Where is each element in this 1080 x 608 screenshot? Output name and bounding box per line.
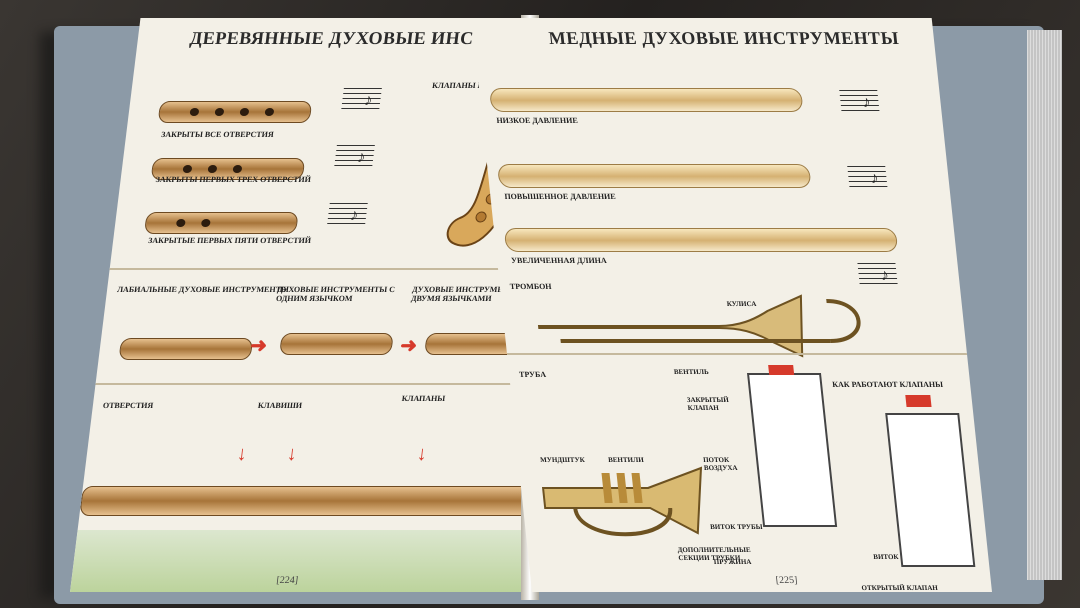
label-trumpet: ТРУБА: [518, 370, 547, 379]
staff-4: ♪: [839, 90, 880, 115]
arrow-down-icon: ↓: [285, 443, 299, 465]
arrow-down-icon: ↓: [415, 443, 429, 465]
label-closed-five: ЗАКРЫТЫЕ ПЕРВЫХ ПЯТИ ОТВЕРСТИЙ: [147, 236, 312, 245]
staff-6: ♪: [857, 263, 898, 288]
brass-tube-1: [489, 88, 804, 112]
arrow-right-icon: ➜: [398, 335, 419, 357]
label-valve: ВЕНТИЛЬ: [673, 368, 710, 376]
hole-4: [264, 108, 275, 116]
label-extended-length: УВЕЛИЧЕННАЯ ДЛИНА: [510, 256, 608, 265]
hole-9: [200, 219, 211, 227]
label-spring: ПРУЖИНА: [713, 558, 752, 566]
grass-ground: [70, 530, 534, 592]
valve-cap-red: [768, 365, 795, 375]
label-valves: КЛАПАНЫ: [401, 394, 446, 403]
valve-diagram-open: [885, 395, 976, 567]
valve-diagram-closed: [746, 365, 838, 527]
staff-1: ♪: [341, 88, 382, 113]
hole-2: [214, 108, 225, 116]
staff-5: ♪: [847, 166, 888, 191]
single-reed-tube: [279, 333, 394, 355]
right-page-number: [225]: [775, 575, 799, 586]
trumpet-illustration: [541, 466, 703, 537]
note-icon: ♪: [356, 149, 367, 166]
closed-five-tube: [143, 212, 299, 234]
label-holes: ОТВЕРСТИЯ: [102, 401, 154, 410]
arrow-down-icon: ↓: [235, 443, 249, 465]
label-high-pressure: ПОВЫШЕННОЕ ДАВЛЕНИЕ: [503, 192, 617, 201]
left-page-number: [224]: [275, 575, 299, 586]
right-page-title: МЕДНЫЕ ДУХОВЫЕ ИНСТРУМЕНТЫ: [547, 28, 900, 48]
hole-1: [189, 108, 200, 116]
labial-tube: [118, 338, 254, 360]
note-icon: ♪: [363, 92, 374, 109]
page-edges: [1027, 30, 1062, 580]
staff-2: ♪: [334, 145, 375, 170]
right-page: МЕДНЫЕ ДУХОВЫЕ ИНСТРУМЕНТЫ НИЗКОЕ ДАВЛЕН…: [471, 18, 992, 592]
brass-tube-2: [497, 164, 812, 188]
label-keys: КЛАВИШИ: [257, 401, 303, 410]
label-closed-valve: ЗАКРЫТЫЙ КЛАПАН: [686, 396, 730, 412]
valve-cap-red-2: [905, 395, 932, 407]
hole-5: [182, 165, 193, 173]
label-closed-three: ЗАКРЫТЫ ПЕРВЫХ ТРЕХ ОТВЕРСТИЙ: [155, 175, 312, 184]
label-tube-turn: ВИТОК ТРУБЫ: [709, 523, 763, 531]
panel-divider-3: [506, 353, 968, 355]
label-air-flow: ПОТОК ВОЗДУХА: [702, 456, 738, 472]
hole-6: [207, 165, 218, 173]
note-icon: ♪: [349, 207, 360, 224]
arrow-right-icon: ➜: [248, 335, 269, 357]
brass-tube-3: [503, 228, 899, 252]
label-low-pressure: НИЗКОЕ ДАВЛЕНИЕ: [495, 116, 579, 125]
hole-7: [232, 165, 243, 173]
note-icon: ♪: [869, 170, 880, 187]
closed-all-tube: [157, 101, 313, 123]
label-how-valves: КАК РАБОТАЮТ КЛАПАНЫ: [831, 380, 944, 389]
staff-3: ♪: [327, 203, 368, 228]
label-single-reed: ДУХОВЫЕ ИНСТРУМЕНТЫ С ОДНИМ ЯЗЫЧКОМ: [275, 285, 396, 303]
panel-divider-2: [95, 383, 552, 385]
note-icon: ♪: [861, 94, 872, 111]
hole-3: [239, 108, 250, 116]
label-slide: КУЛИСА: [726, 300, 757, 308]
hole-8: [175, 219, 186, 227]
label-labial: ЛАБИАЛЬНЫЕ ДУХОВЫЕ ИНСТРУМЕНТЫ: [116, 285, 290, 294]
keys-tube: [79, 486, 542, 516]
note-icon: ♪: [879, 267, 890, 284]
label-closed-all: ЗАКРЫТЫ ВСЕ ОТВЕРСТИЯ: [160, 130, 275, 139]
trombone-illustration: [537, 294, 861, 358]
label-open-valve: ОТКРЫТЫЙ КЛАПАН: [861, 584, 939, 592]
